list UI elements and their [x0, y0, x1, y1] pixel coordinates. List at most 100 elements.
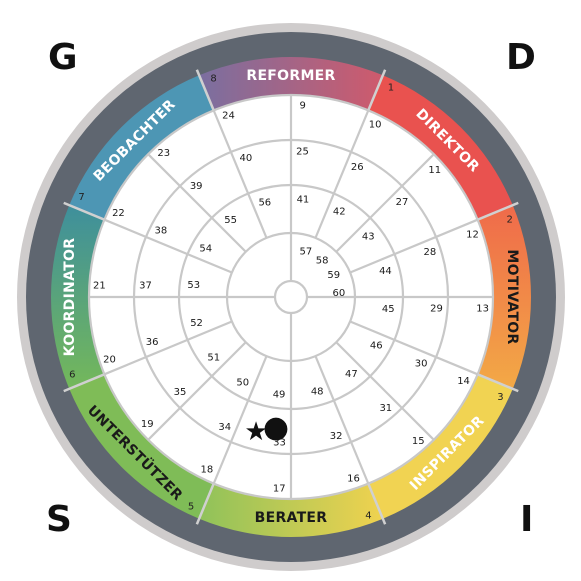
cell-number: 17 — [273, 484, 286, 495]
cell-number: 11 — [428, 165, 441, 176]
cell-number: 16 — [347, 474, 360, 485]
cell-number: 39 — [190, 181, 203, 192]
cell-number: 12 — [466, 229, 479, 240]
cell-numbers: 9 10 11 12 13 14 15 16 17 18 19 20 21 22 23 24 25 26 27 28 2… — [93, 100, 489, 494]
cell-number: 29 — [430, 303, 443, 314]
cell-number: 40 — [240, 153, 253, 164]
corner-letter-s: S — [46, 499, 72, 540]
grid-spoke — [212, 355, 268, 485]
cell-number: 56 — [258, 198, 271, 209]
segment-number: 5 — [188, 501, 194, 512]
grid-spoke — [103, 218, 233, 274]
grid-spoke — [335, 341, 435, 441]
segment-band-7 — [69, 75, 214, 220]
segment-number: 6 — [69, 369, 75, 380]
corner-letter-g: G — [48, 37, 78, 78]
segment-divider — [195, 483, 215, 525]
cell-number: 13 — [476, 304, 489, 315]
cell-number: 47 — [345, 369, 358, 380]
segment-band-6 — [51, 205, 105, 389]
segment-band-2 — [477, 205, 531, 389]
cell-number: 43 — [362, 232, 375, 243]
segment-divider — [367, 69, 387, 111]
cell-number: 21 — [93, 280, 106, 291]
cell-number: 32 — [330, 431, 343, 442]
segment-divider — [367, 483, 387, 525]
cell-number: 48 — [311, 386, 324, 397]
cell-number: 26 — [351, 162, 364, 173]
cell-number: 20 — [103, 355, 116, 366]
cell-number: 10 — [369, 119, 382, 130]
segment-number: 4 — [365, 511, 371, 522]
corner-letter-i: I — [520, 499, 534, 540]
cell-number: 14 — [457, 376, 470, 387]
grid-spoke — [349, 218, 479, 274]
segment-label: KOORDINATOR — [62, 238, 78, 357]
cell-number: 18 — [200, 465, 213, 476]
segment-band-1 — [368, 75, 513, 220]
segment-band-3 — [368, 374, 513, 519]
cell-number: 9 — [300, 100, 306, 111]
segment-label: BERATER — [255, 510, 328, 526]
cell-number: 15 — [412, 436, 425, 447]
cell-number: 42 — [333, 207, 346, 218]
segment-divider — [63, 201, 105, 221]
segment-band-4 — [199, 483, 383, 537]
grid-spoke — [335, 153, 435, 253]
segment-band-0 — [199, 57, 383, 111]
cell-number: 24 — [222, 110, 235, 121]
cell-number: 38 — [155, 226, 168, 237]
segment-number: 7 — [78, 192, 84, 203]
cell-number: 55 — [224, 215, 237, 226]
cell-number: 27 — [396, 197, 409, 208]
wheel-grid — [63, 69, 519, 525]
cell-number: 41 — [297, 195, 310, 206]
cell-number: 57 — [299, 246, 312, 257]
segment-number: 3 — [497, 392, 503, 403]
segment-divider — [195, 69, 215, 111]
cell-number: 58 — [316, 256, 329, 267]
cell-number: 28 — [423, 247, 436, 258]
segment-number: 8 — [210, 73, 216, 84]
grid-spoke — [147, 341, 247, 441]
cell-number: 37 — [139, 281, 152, 292]
cell-number: 36 — [146, 337, 159, 348]
grid-spoke — [314, 355, 370, 485]
cell-number: 31 — [379, 403, 392, 414]
cell-number: 35 — [174, 387, 187, 398]
cell-number: 23 — [157, 148, 170, 159]
grid-spoke — [314, 109, 370, 239]
segment-number: 2 — [507, 215, 513, 226]
cell-number: 60 — [332, 288, 345, 299]
cell-number: 19 — [141, 419, 154, 430]
star-marker: ★ — [244, 417, 267, 447]
cell-number: 30 — [415, 358, 428, 369]
segment-divider — [63, 373, 105, 393]
segment-label: MOTIVATOR — [504, 249, 520, 344]
segment-label: REFORMER — [246, 68, 335, 84]
grid-spoke — [147, 153, 247, 253]
cell-number: 33 — [273, 438, 286, 449]
cell-number: 51 — [207, 352, 220, 363]
grid-spoke — [212, 109, 268, 239]
cell-number: 54 — [199, 244, 212, 255]
cell-number: 22 — [112, 208, 125, 219]
cell-number: 44 — [379, 266, 392, 277]
segment-divider — [477, 373, 519, 393]
cell-number: 50 — [236, 377, 249, 388]
grid-spoke — [349, 320, 479, 376]
cell-number: 53 — [187, 280, 200, 291]
corner-letter-d: D — [506, 37, 536, 78]
grid-spoke — [103, 320, 233, 376]
cell-number: 49 — [273, 389, 286, 400]
segment-divider — [477, 201, 519, 221]
cell-number: 25 — [296, 146, 309, 157]
circle-marker: ● — [263, 410, 289, 445]
segment-band-5 — [69, 374, 214, 519]
cell-number: 45 — [382, 304, 395, 315]
cell-number: 46 — [370, 340, 383, 351]
cell-number: 59 — [327, 270, 340, 281]
segment-number: 1 — [388, 83, 394, 94]
